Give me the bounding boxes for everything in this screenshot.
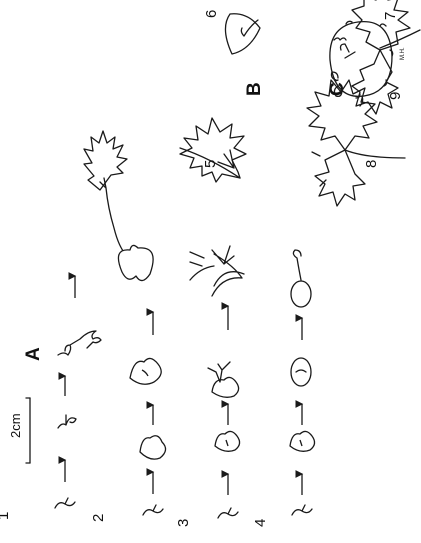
panel-label-a: A (23, 347, 44, 361)
scale-bar: 2cm (8, 398, 30, 463)
figure-number-7: 7 (382, 12, 399, 20)
row-number-4: 4 (252, 519, 269, 527)
row-number-1: 1 (0, 512, 12, 520)
row-number-3: 3 (175, 519, 192, 527)
leaf-figure-6 (225, 14, 260, 54)
series-row-1 (55, 131, 153, 508)
series-row-3 (190, 246, 244, 518)
figure-number-8: 8 (363, 160, 380, 168)
leaf-figure-5 (180, 118, 246, 182)
panel-label-b: B (244, 82, 265, 96)
series-row-2 (130, 312, 166, 515)
figure-number-9: 9 (387, 92, 404, 100)
row-number-2: 2 (90, 514, 107, 522)
artist-initials: M.H. (400, 47, 406, 60)
series-row-4 (290, 250, 315, 515)
scale-bar-label: 2cm (8, 413, 23, 438)
figure-number-6: 6 (203, 10, 220, 18)
